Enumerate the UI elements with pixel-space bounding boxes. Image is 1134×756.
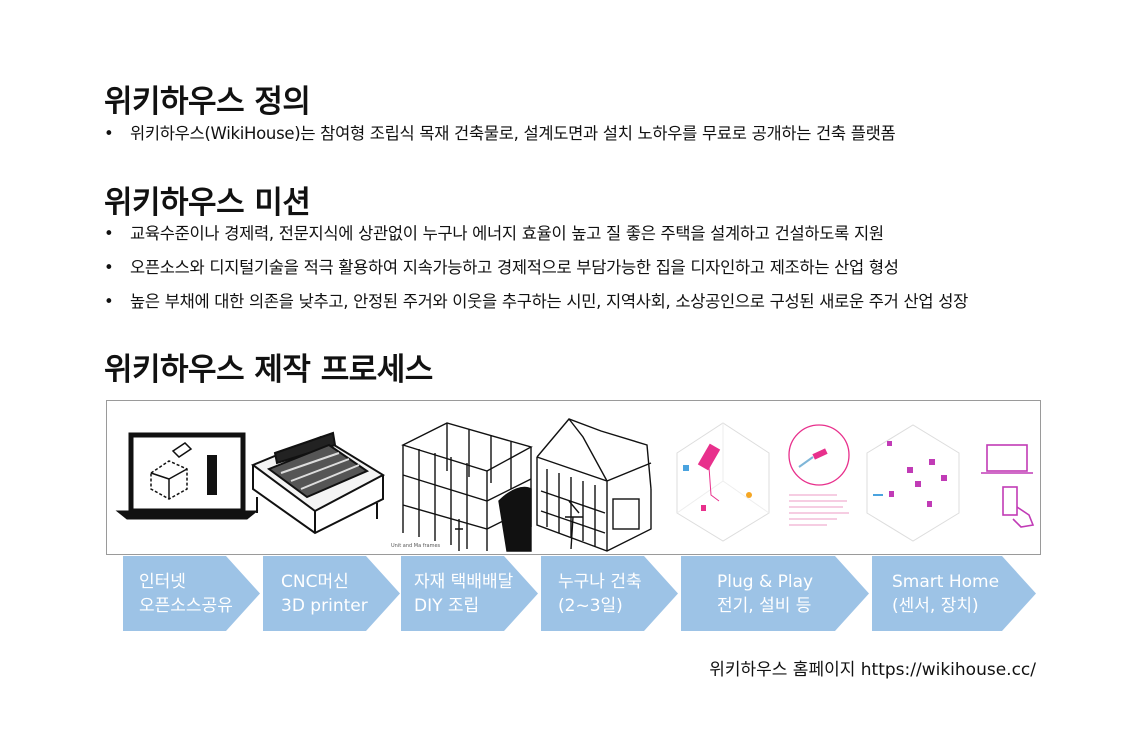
plug-play-detail-icon: [788, 424, 850, 526]
plug-house-icon: [676, 422, 770, 542]
devices-icon: [981, 444, 1035, 528]
process-step-diy: 자재 택배배달 DIY 조립: [401, 556, 538, 631]
house-structure-icon: [536, 418, 652, 552]
step-line-2: (2~3일): [558, 595, 623, 616]
section-title-mission: 위키하우스 미션: [104, 185, 311, 221]
step-line-2: 3D printer: [281, 595, 368, 616]
process-step-cnc: CNC머신 3D printer: [263, 556, 400, 631]
step-line-2: (센서, 장치): [892, 595, 979, 616]
step-line-2: DIY 조립: [414, 595, 480, 616]
cnc-machine-icon: [250, 431, 386, 535]
smart-home-map-icon: [866, 424, 960, 542]
definition-bullets: 위키하우스(WikiHouse)는 참여형 조립식 목재 건축물로, 설계도면과…: [104, 121, 896, 155]
step-line-1: 인터넷: [139, 571, 186, 592]
bullet-item: 높은 부채에 대한 의존을 낮추고, 안정된 주거와 이웃을 추구하는 시민, …: [104, 289, 968, 323]
step-line-1: CNC머신: [281, 571, 349, 592]
step-line-1: 자재 택배배달: [414, 571, 514, 592]
process-step-plug-play: Plug & Play 전기, 설비 등: [681, 556, 869, 631]
step-line-1: 누구나 건축: [558, 571, 642, 592]
laptop-icon: [115, 432, 259, 520]
process-step-smart-home: Smart Home (센서, 장치): [872, 556, 1036, 631]
step-line-1: Plug & Play: [717, 571, 814, 592]
step-line-2: 전기, 설비 등: [717, 595, 812, 616]
section-title-definition: 위키하우스 정의: [104, 84, 311, 120]
bullet-item: 위키하우스(WikiHouse)는 참여형 조립식 목재 건축물로, 설계도면과…: [104, 121, 896, 155]
mission-bullets: 교육수준이나 경제력, 전문지식에 상관없이 누구나 에너지 효율이 높고 질 …: [104, 221, 968, 323]
process-step-build: 누구나 건축 (2~3일): [541, 556, 678, 631]
homepage-link[interactable]: 위키하우스 홈페이지 https://wikihouse.cc/: [709, 660, 1036, 680]
section-title-process: 위키하우스 제작 프로세스: [104, 352, 433, 388]
process-step-internet: 인터넷 오픈소스공유: [123, 556, 260, 631]
process-illustration-strip: Unit and Ma frames: [106, 400, 1041, 555]
bullet-item: 오픈소스와 디지털기술을 적극 활용하여 지속가능하고 경제적으로 부담가능한 …: [104, 255, 968, 289]
step-line-1: Smart Home: [892, 571, 1000, 592]
frame-assembly-icon: Unit and Ma frames: [391, 422, 533, 552]
bullet-item: 교육수준이나 경제력, 전문지식에 상관없이 누구나 에너지 효율이 높고 질 …: [104, 221, 968, 255]
step-line-2: 오픈소스공유: [139, 595, 233, 616]
svg-text:Unit and Ma frames: Unit and Ma frames: [391, 543, 441, 549]
